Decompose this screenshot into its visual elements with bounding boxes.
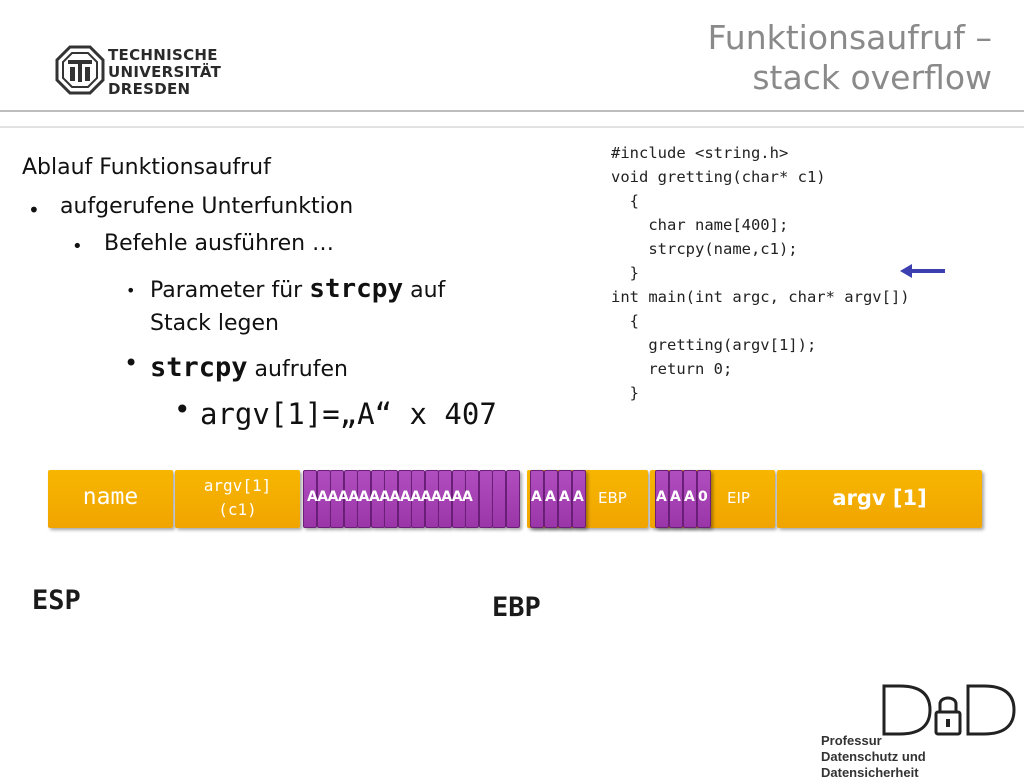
university-line2: UNIVERSITÄT: [108, 63, 222, 81]
overflow-byte-segment: [505, 470, 520, 528]
eip-overwrite-byte: [669, 470, 683, 528]
ebp-overwrite-byte: [544, 470, 558, 528]
ebp-register-label: EBP: [598, 489, 627, 507]
eip-overwrite-byte: [655, 470, 669, 528]
chair-line2: Datenschutz und Datensicherheit: [821, 749, 926, 780]
eip-overwrite-char: A: [656, 489, 667, 505]
strcpy-code: strcpy: [150, 352, 248, 383]
slide-title: Funktionsaufruf – stack overflow: [708, 18, 992, 98]
bullet-subfunction: aufgerufene Unterfunktion: [60, 194, 354, 219]
overflow-byte-segment: [492, 470, 506, 528]
bullet-call-text: aufrufen: [247, 357, 348, 382]
university-line3: DRESDEN: [108, 80, 191, 98]
eip-overwrite-byte: [697, 470, 711, 528]
header-divider: [0, 110, 1024, 112]
bullet-parameters: Parameter für strcpy auf: [150, 274, 445, 304]
stack-argv-pointer-label: argv[1] (c1): [175, 474, 300, 522]
dud-logo: [878, 684, 1018, 743]
code-line: int main(int argc, char* argv[]): [611, 288, 910, 306]
code-line: gretting(argv[1]);: [611, 336, 817, 354]
stack-name-slot: name: [48, 470, 173, 528]
stack-argv-slot: argv [1]: [777, 470, 982, 528]
ebp-overwrite-char: A: [545, 489, 556, 505]
ebp-marker: EBP: [492, 592, 541, 623]
code-line: }: [611, 264, 639, 282]
overflow-fill-label: AAAAAAAAAAAAAAAA: [307, 489, 473, 505]
ebp-overwrite-byte: [572, 470, 586, 528]
argv-line1: argv[1]: [203, 476, 272, 495]
bullet-parameters-text: Parameter für: [150, 278, 310, 303]
bullet-execute-commands: Befehle ausführen …: [104, 231, 335, 256]
code-line: return 0;: [611, 360, 733, 378]
chair-name: Professur Datenschutz und Datensicherhei…: [821, 733, 1024, 781]
ebp-overwrite-char: A: [559, 489, 570, 505]
ebp-overwrite-byte: [558, 470, 572, 528]
bullet-call-strcpy: strcpy aufrufen: [150, 352, 348, 383]
argv-line2: (c1): [218, 500, 257, 519]
pointer-arrow-icon: [898, 262, 948, 284]
eip-overwrite-char: 0: [698, 489, 708, 505]
bullet-dot: •: [72, 236, 83, 257]
ebp-overwrite-byte: [530, 470, 544, 528]
eip-overwrite-char: A: [684, 489, 695, 505]
bullet-dot: •: [28, 198, 40, 222]
code-line: {: [611, 192, 639, 210]
stack-argv-label: argv [1]: [832, 486, 927, 510]
eip-register-label: EIP: [727, 489, 750, 507]
content-heading: Ablauf Funktionsaufruf: [22, 155, 271, 180]
bullet-dot: •: [174, 393, 191, 426]
eip-overwrite-char: A: [670, 489, 681, 505]
tud-logo: [55, 45, 105, 99]
ebp-overwrite-char: A: [531, 489, 542, 505]
code-listing: #include <string.h> void gretting(char* c…: [611, 141, 910, 405]
overflow-byte-segment: [478, 470, 493, 528]
strcpy-code: strcpy: [309, 274, 404, 304]
stack-name-label: name: [82, 484, 139, 510]
code-line: char name[400];: [611, 216, 789, 234]
code-line: #include <string.h>: [611, 144, 789, 162]
code-line: {: [611, 312, 639, 330]
bullet-dot: •: [124, 349, 139, 377]
stack-argv-pointer-slot: argv[1] (c1): [175, 470, 300, 528]
bullet-parameters-line2: Stack legen: [150, 311, 279, 336]
code-line: void gretting(char* c1): [611, 168, 826, 186]
title-line2: stack overflow: [752, 58, 992, 97]
esp-marker: ESP: [32, 585, 81, 616]
bullet-dot: •: [126, 281, 136, 300]
bullet-argv-value: argv[1]=„A“ x 407: [200, 397, 497, 431]
university-name: TECHNISCHE UNIVERSITÄT DRESDEN: [108, 47, 221, 98]
chair-line1: Professur: [821, 733, 882, 748]
eip-overwrite-byte: [683, 470, 697, 528]
bullet-parameters-text-post: auf: [403, 278, 446, 303]
code-line: }: [611, 384, 639, 402]
header-divider-light: [0, 126, 1024, 128]
ebp-overwrite-char: A: [573, 489, 584, 505]
title-line1: Funktionsaufruf –: [707, 18, 992, 57]
code-line: strcpy(name,c1);: [611, 240, 798, 258]
university-line1: TECHNISCHE: [108, 46, 218, 64]
